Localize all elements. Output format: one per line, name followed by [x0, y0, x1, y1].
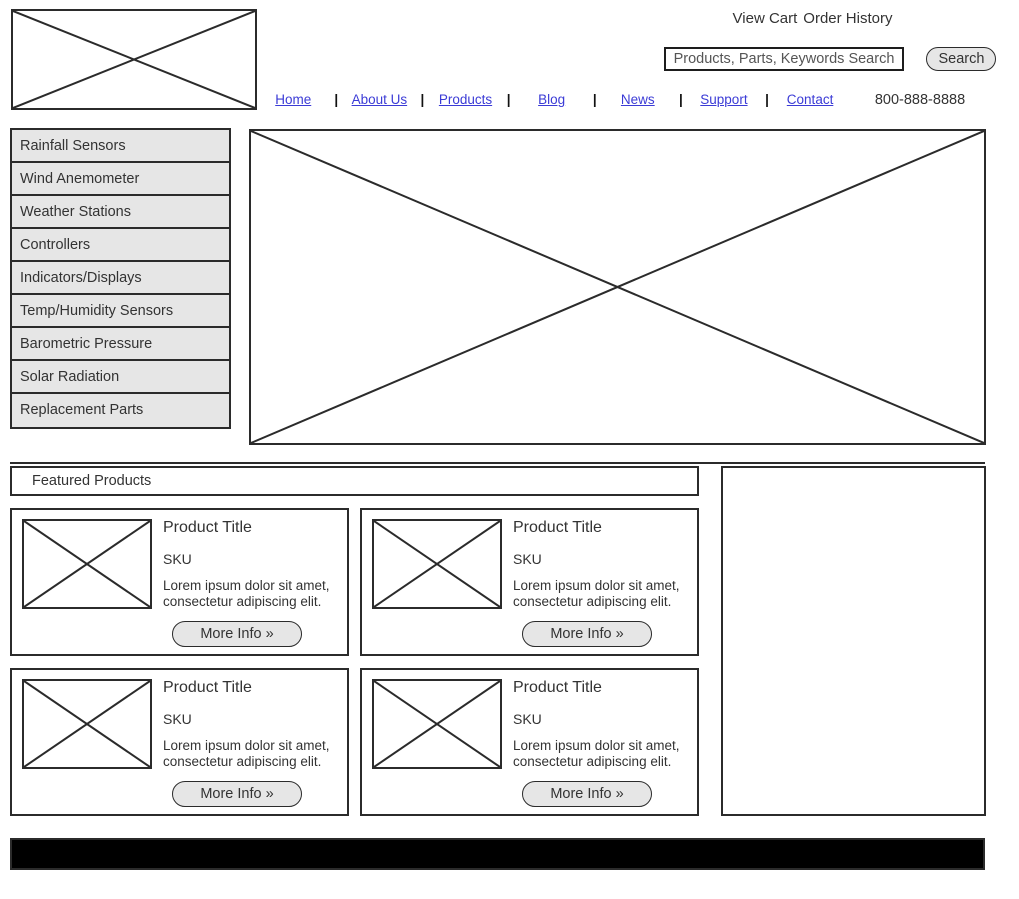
nav-separator: | [506, 92, 511, 107]
product-x-icon [24, 521, 150, 607]
nav-separator: | [592, 92, 597, 107]
logo-x-icon [13, 11, 255, 108]
product-image-placeholder[interactable] [22, 679, 152, 769]
product-x-icon [374, 681, 500, 767]
product-image-placeholder[interactable] [22, 519, 152, 609]
sidebar-item-temp-humidity-sensors[interactable]: Temp/Humidity Sensors [12, 295, 229, 328]
nav-separator: | [420, 92, 425, 107]
nav-cell: Support [693, 92, 755, 107]
product-description: Lorem ipsum dolor sit amet, consectetur … [513, 578, 680, 609]
product-description: Lorem ipsum dolor sit amet, consectetur … [163, 738, 330, 769]
nav-cell: Products [434, 92, 496, 107]
view-cart-link[interactable]: View Cart [732, 10, 798, 27]
product-x-icon [24, 681, 150, 767]
product-image-placeholder[interactable] [372, 679, 502, 769]
product-sku: SKU [513, 711, 542, 727]
section-divider [10, 462, 985, 464]
more-info-button[interactable]: More Info » [172, 621, 302, 647]
nav-link-news[interactable]: News [620, 92, 655, 107]
sidebar-item-indicators-displays[interactable]: Indicators/Displays [12, 262, 229, 295]
sidebar-item-barometric-pressure[interactable]: Barometric Pressure [12, 328, 229, 361]
featured-products-heading: Featured Products [10, 466, 699, 496]
sidebar-item-weather-stations[interactable]: Weather Stations [12, 196, 229, 229]
product-image-placeholder[interactable] [372, 519, 502, 609]
hero-banner-placeholder[interactable] [249, 129, 986, 445]
nav-cell: About Us [348, 92, 410, 107]
product-description: Lorem ipsum dolor sit amet, consectetur … [513, 738, 680, 769]
nav-cell: Contact [779, 92, 841, 107]
nav-cell: Blog [520, 92, 582, 107]
nav-link-blog[interactable]: Blog [538, 92, 566, 107]
nav-link-products[interactable]: Products [438, 92, 493, 107]
nav-cell: Home [262, 92, 324, 107]
main-navigation: Home | About Us | Products | Blog | News | Support… [262, 92, 833, 107]
nav-separator: | [678, 92, 683, 107]
product-title: Product Title [513, 519, 602, 536]
contact-phone-number: 800-888-8888 [874, 92, 966, 108]
nav-link-support[interactable]: Support [700, 92, 748, 107]
nav-link-about-us[interactable]: About Us [351, 92, 408, 107]
nav-separator: | [765, 92, 769, 107]
product-sku: SKU [163, 551, 192, 567]
product-title: Product Title [163, 519, 252, 536]
search-area: Search [664, 47, 997, 71]
sidebar-item-wind-anemometer[interactable]: Wind Anemometer [12, 163, 229, 196]
nav-link-home[interactable]: Home [275, 92, 312, 107]
search-button[interactable]: Search [926, 47, 997, 71]
product-title: Product Title [513, 679, 602, 696]
sidebar-item-controllers[interactable]: Controllers [12, 229, 229, 262]
order-history-link[interactable]: Order History [803, 10, 893, 27]
nav-cell: News [607, 92, 669, 107]
nav-link-contact[interactable]: Contact [786, 92, 834, 107]
sidebar-item-solar-radiation[interactable]: Solar Radiation [12, 361, 229, 394]
sidebar-item-replacement-parts[interactable]: Replacement Parts [12, 394, 229, 427]
site-logo-placeholder[interactable] [11, 9, 257, 110]
nav-separator: | [334, 92, 339, 107]
product-sku: SKU [163, 711, 192, 727]
footer-bar [10, 838, 985, 870]
hero-x-icon [251, 131, 984, 443]
sidebar-item-rainfall-sensors[interactable]: Rainfall Sensors [12, 130, 229, 163]
promo-panel[interactable] [721, 466, 986, 816]
product-sku: SKU [513, 551, 542, 567]
product-x-icon [374, 521, 500, 607]
utility-nav: View Cart Order History [640, 10, 985, 27]
product-title: Product Title [163, 679, 252, 696]
product-description: Lorem ipsum dolor sit amet, consectetur … [163, 578, 330, 609]
more-info-button[interactable]: More Info » [172, 781, 302, 807]
more-info-button[interactable]: More Info » [522, 781, 652, 807]
more-info-button[interactable]: More Info » [522, 621, 652, 647]
search-input[interactable] [664, 47, 904, 71]
